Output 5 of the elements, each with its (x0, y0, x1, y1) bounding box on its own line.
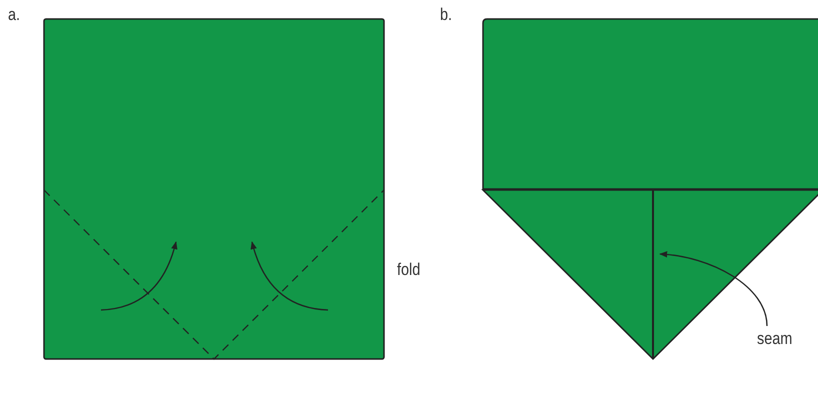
fold-label: fold (397, 261, 420, 278)
seam-line (652, 190, 654, 359)
panel-letter: b. (440, 6, 452, 23)
panel-letter: a. (8, 6, 20, 23)
seam-label: seam (757, 330, 792, 347)
